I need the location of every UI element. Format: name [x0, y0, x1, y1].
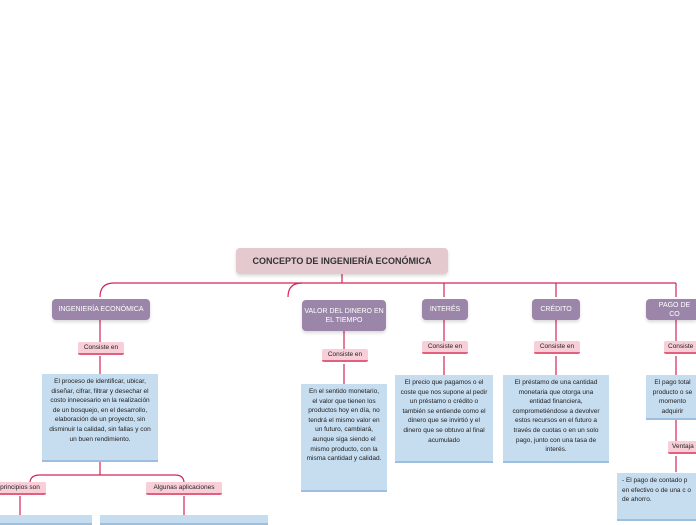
description-pago-de-contado[interactable]: El pago total producto o se momento adqu… [646, 375, 696, 420]
description-ventajas[interactable]: - El pago de contado p en efectivo o de … [617, 473, 696, 521]
main-bus [99, 282, 676, 298]
connector-consiste-en-2[interactable]: Consiste en [322, 349, 368, 362]
sub-algunas-aplicaciones[interactable]: Algunas aplicaciones [146, 482, 222, 495]
connector-consiste-en-3[interactable]: Consiste en [422, 341, 468, 354]
branch-ingenieria-economica[interactable]: INGENIERÍA ECONÓMICA [52, 299, 150, 320]
connector-consiste-en-4[interactable]: Consiste en [534, 341, 580, 354]
root-node[interactable]: CONCEPTO DE INGENIERÍA ECONÓMICA [236, 248, 448, 274]
connector-consiste-en-1[interactable]: Consiste en [78, 342, 124, 355]
branch-credito[interactable]: CRÉDITO [532, 299, 580, 320]
connector-consiste-en-5[interactable]: Consiste [664, 341, 696, 354]
sub-principios-son[interactable]: principios son [0, 482, 46, 495]
description-aplicaciones-partial [100, 515, 268, 525]
branch-valor-del-dinero[interactable]: VALOR DEL DINERO EN EL TIEMPO [302, 300, 386, 331]
description-interes[interactable]: El precio que pagamos o el coste que nos… [395, 375, 493, 463]
sub-ventajas[interactable]: Ventaja [668, 441, 696, 454]
branch-pago-de-contado[interactable]: PAGO DE CO [646, 299, 696, 320]
description-credito[interactable]: El préstamo de una cantidad monetaria qu… [503, 375, 609, 463]
description-valor-del-dinero[interactable]: En el sentido monetario, el valor que ti… [301, 384, 387, 492]
description-principios-partial [0, 515, 92, 525]
branch-interes[interactable]: INTERÉS [422, 299, 468, 320]
description-ingenieria-economica[interactable]: El proceso de identificar, ubicar, diseñ… [42, 374, 158, 462]
